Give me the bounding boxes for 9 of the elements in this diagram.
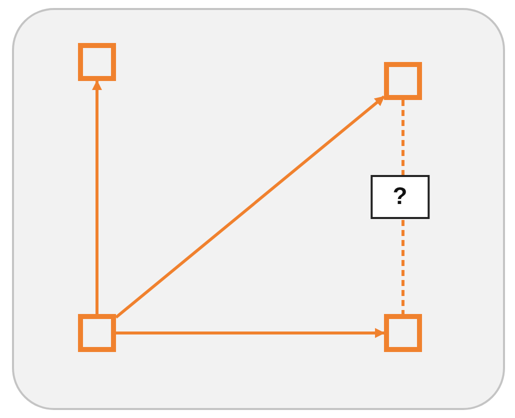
arrow [116, 328, 385, 338]
square-node [384, 62, 422, 100]
arrow [92, 80, 102, 314]
arrow [115, 95, 385, 319]
square-node [78, 314, 116, 352]
square-node [78, 43, 116, 81]
square-node [384, 314, 422, 352]
panel-background [12, 8, 505, 410]
edge-label: ? [370, 175, 430, 219]
